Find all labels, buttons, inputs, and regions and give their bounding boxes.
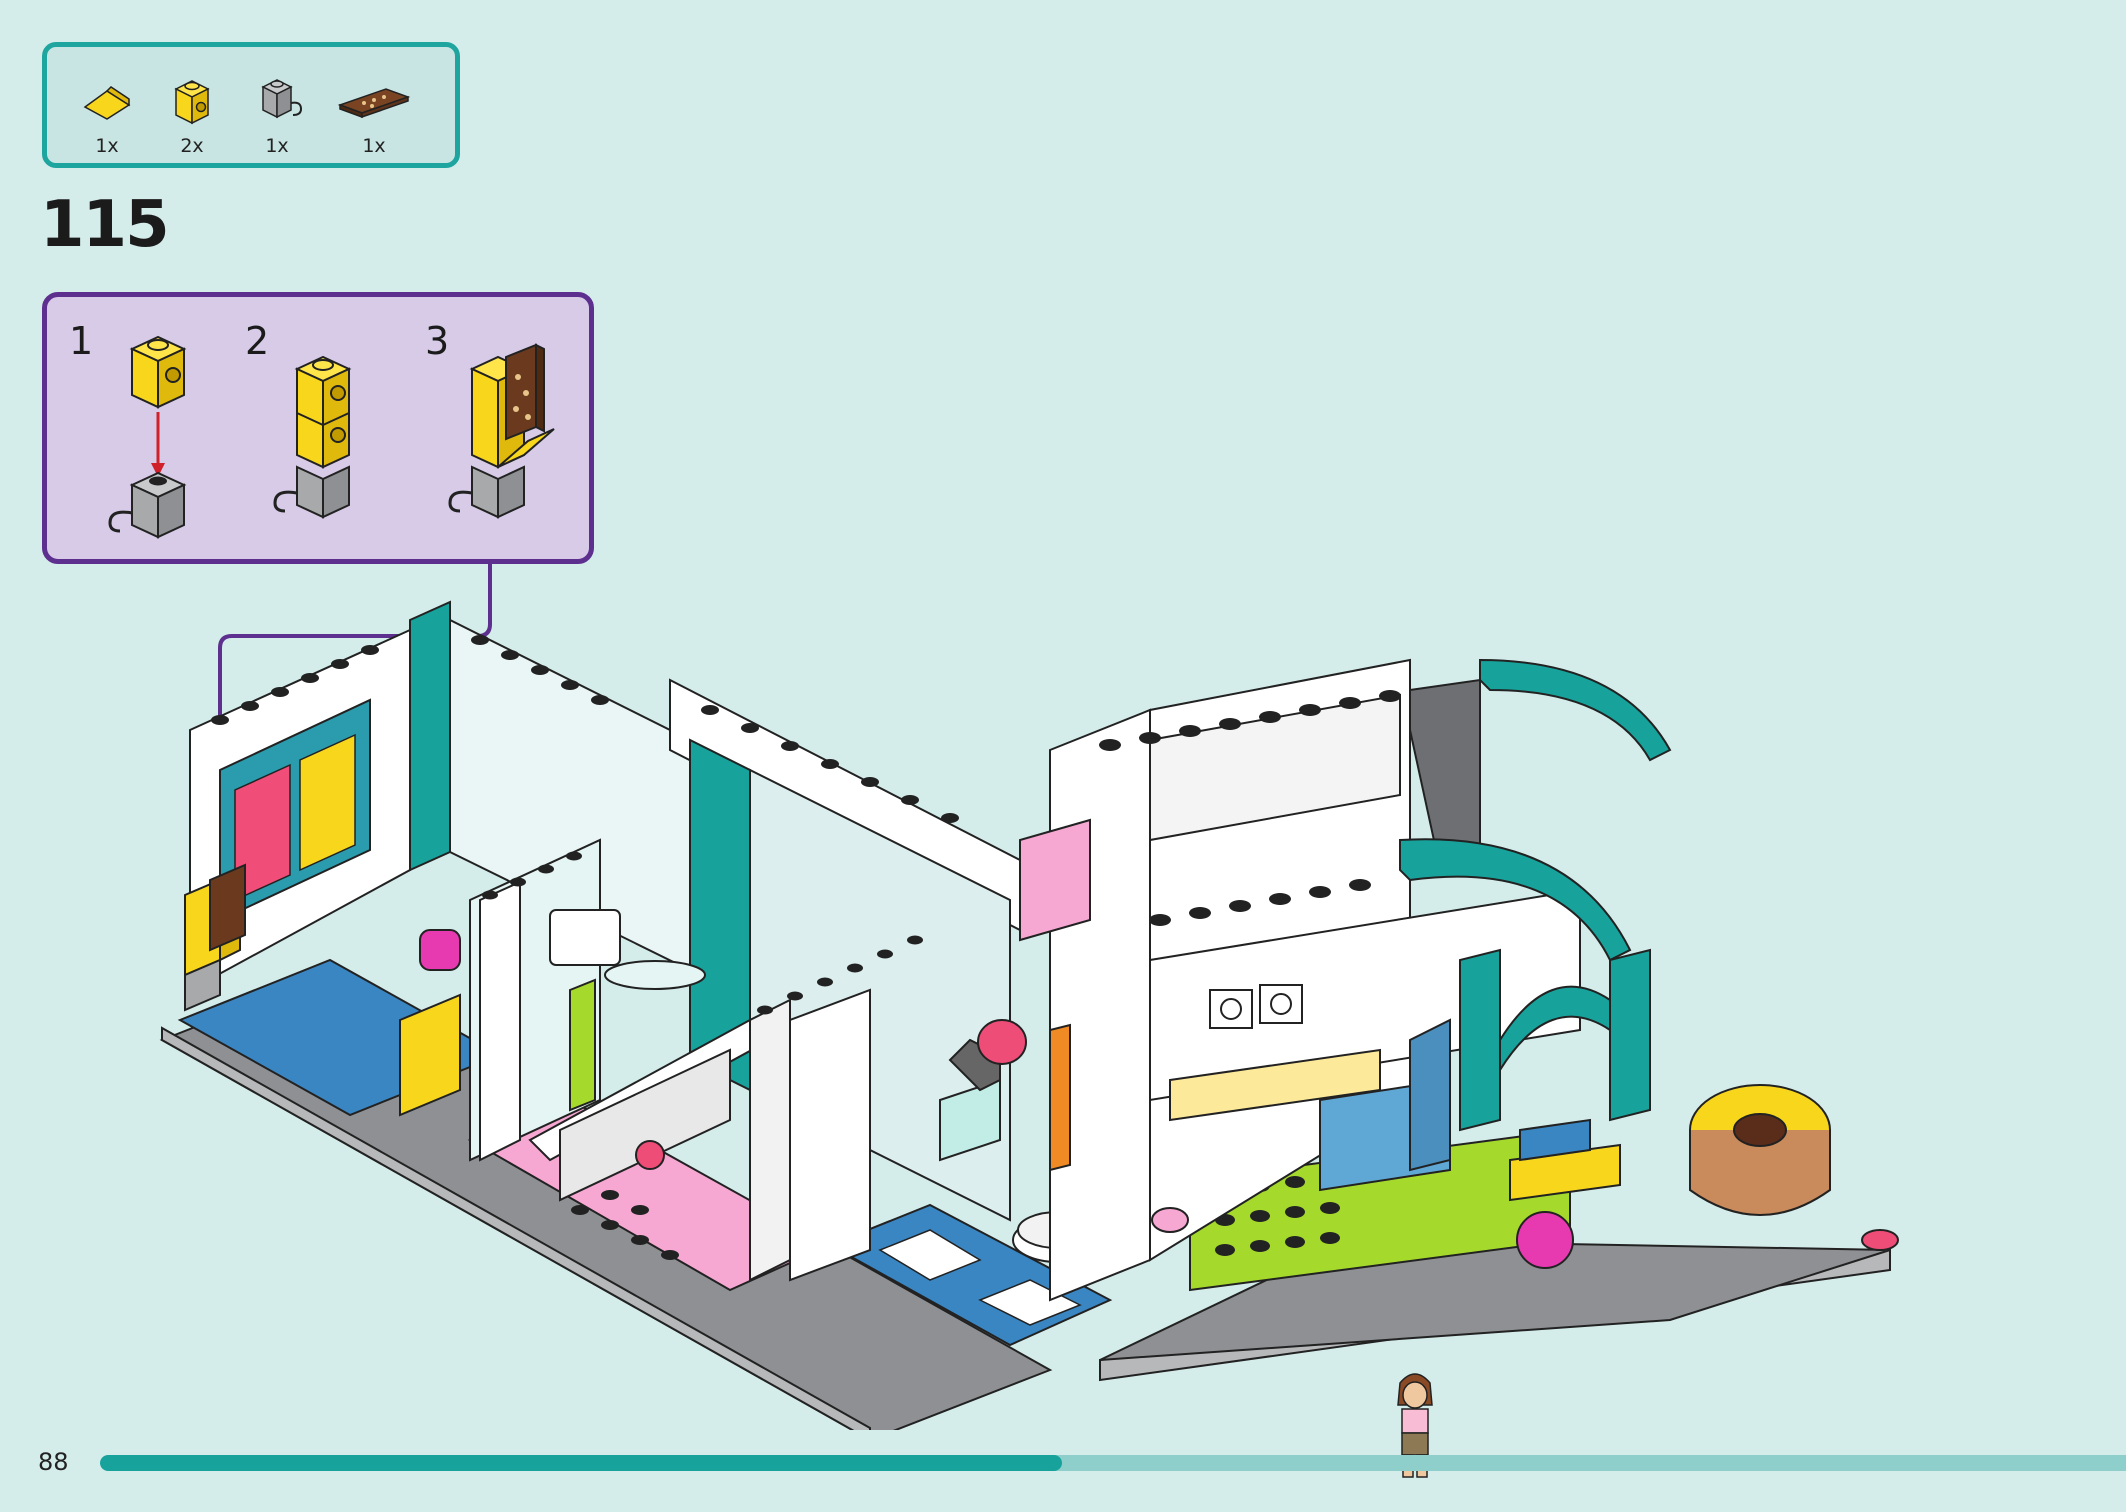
sub-step-label-1: 1 [69,319,94,363]
part-yellow-brick-with-stud: 2x [152,69,232,159]
part-qty: 1x [95,135,119,157]
page-number: 88 [38,1448,69,1476]
sub-step-label-3: 3 [425,319,450,363]
part-qty: 1x [362,135,386,157]
progress-bar [100,1455,2126,1471]
sub-step-label-2: 2 [245,319,270,363]
part-qty: 1x [265,135,289,157]
yellow-brick-icon [174,80,210,125]
part-qty: 2x [180,135,204,157]
gray-clip-brick-icon [261,79,303,119]
part-brown-printed-tile: 1x [329,69,419,159]
part-yellow-slope-tile: 1x [67,69,147,159]
part-gray-brick-with-clip: 1x [237,69,317,159]
main-model-illustration [159,600,1899,1430]
sub-step-3-illustration [448,343,555,519]
parts-list-box: 1x 2x 1x 1x [42,42,460,168]
brown-tile-icon [337,88,411,119]
sub-step-2-illustration [273,355,352,519]
yellow-slope-icon [83,86,131,120]
sub-step-1-illustration [108,335,187,539]
progress-bar-fill [100,1455,1063,1471]
sub-assembly-box: 1 2 3 [42,292,594,564]
step-number: 115 [40,188,170,262]
